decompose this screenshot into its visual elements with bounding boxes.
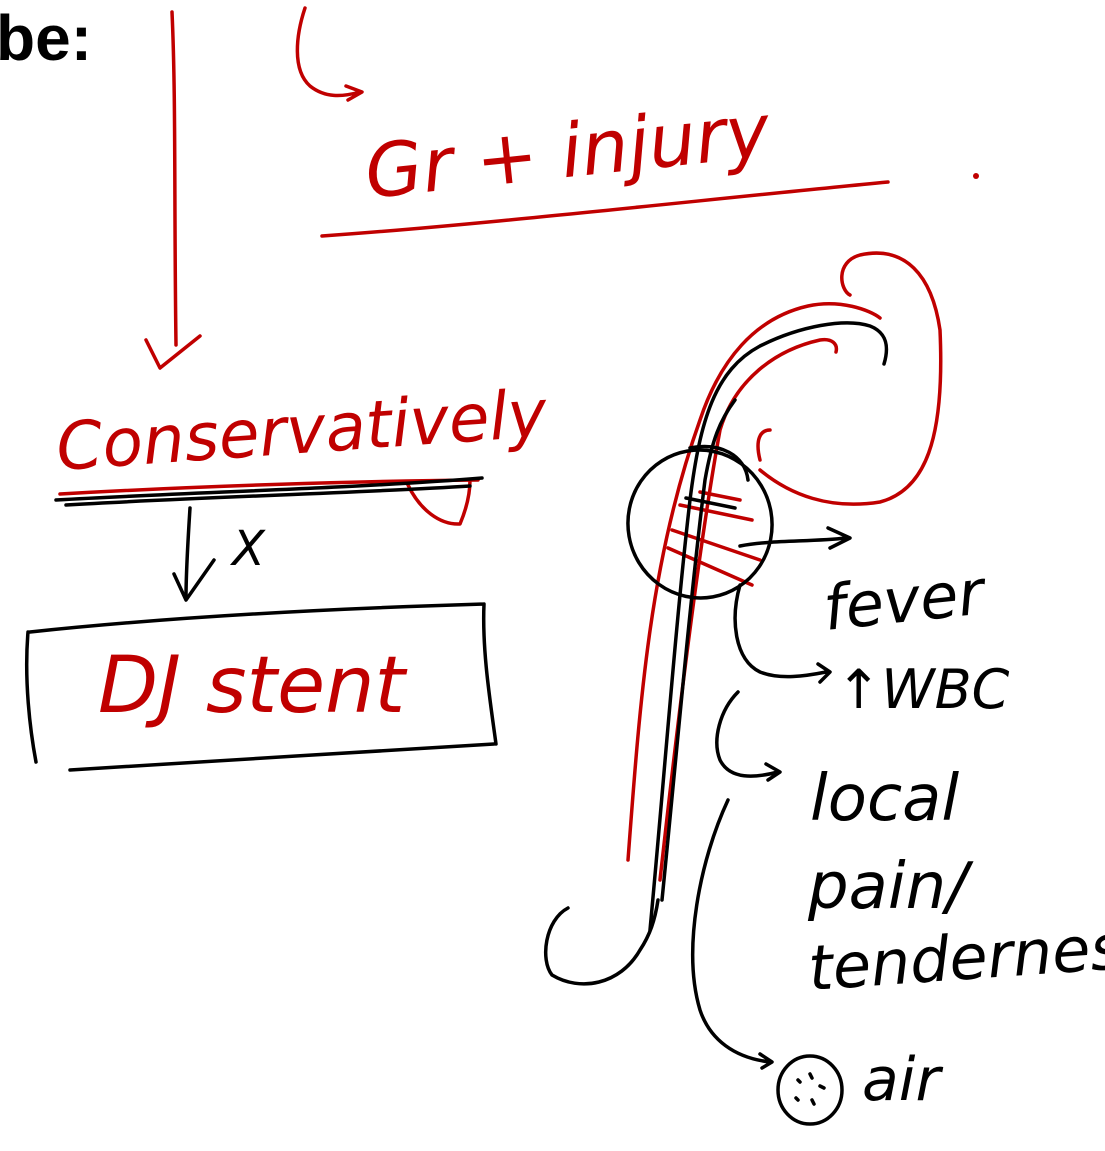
black-text: X fever ↑WBC local pain/ tenderness air	[229, 521, 1105, 1115]
cross-mark-text: X	[229, 521, 266, 577]
red-tube-outer	[626, 302, 882, 862]
air-bubble	[776, 1054, 844, 1126]
down-arrow-head	[172, 558, 216, 602]
dj-stent-text: DJ stent	[98, 641, 408, 731]
red-text: Gr + injury Conservatively DJ stent	[54, 88, 775, 731]
hatch-lines	[666, 490, 762, 587]
dj-stent-box	[24, 602, 498, 772]
conservatively-hook	[406, 478, 472, 526]
local-arrow	[715, 690, 782, 782]
trailing-dot	[973, 173, 979, 179]
pain-text: pain/	[807, 850, 974, 924]
fever-arrow	[738, 526, 852, 550]
tube-lower-hook	[544, 898, 660, 986]
wbc-text: ↑WBC	[836, 658, 1010, 721]
injury-underline	[320, 180, 890, 238]
down-arrow-line	[184, 506, 192, 600]
conservatively-text: Conservatively	[54, 375, 550, 486]
page-heading: be:	[0, 2, 92, 74]
air-arrow	[691, 798, 774, 1070]
black-annotations	[24, 321, 889, 1126]
hook-arrow	[295, 6, 364, 102]
gr-injury-text: Gr + injury	[361, 88, 775, 216]
vertical-arrow-head	[144, 334, 202, 370]
conservatively-underline-black	[54, 476, 484, 507]
air-text: air	[862, 1045, 943, 1115]
inflammation-circle	[626, 448, 774, 600]
black-tube-inner	[660, 398, 737, 902]
black-hatch	[684, 496, 737, 510]
local-text: local	[810, 762, 959, 836]
black-tube	[648, 321, 889, 932]
wbc-arrow	[733, 583, 832, 684]
kidney-outline	[756, 251, 943, 506]
top-arc	[688, 444, 750, 482]
vertical-arrow-line	[170, 10, 178, 347]
air-dots	[794, 1072, 826, 1106]
fever-text: fever	[820, 555, 991, 645]
